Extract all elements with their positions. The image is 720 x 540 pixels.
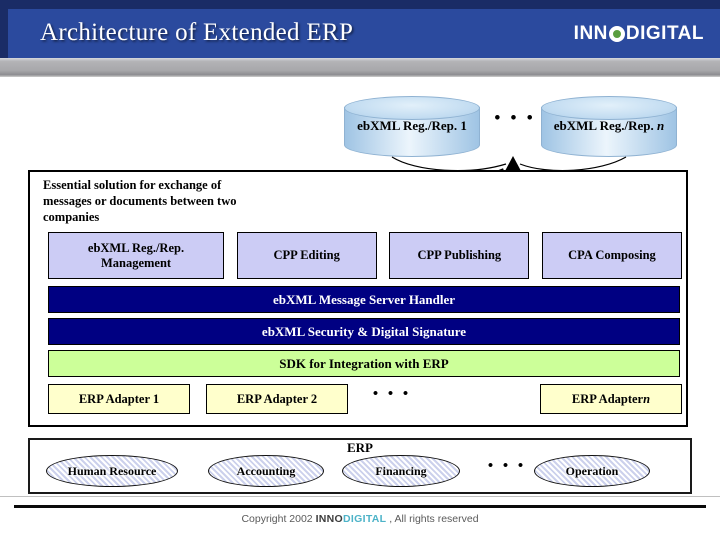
module-cpp-publishing: CPP Publishing [389,232,530,279]
registry-ellipsis-dots: • • • [494,108,536,127]
annotation-text: Essential solution for exchange of messa… [43,178,237,224]
footer-thick-divider [14,505,706,508]
erp-adapter-1: ERP Adapter 1 [48,384,190,414]
copyright-line: Copyright 2002 INNODIGITAL , All rights … [0,513,720,525]
header-bar: Architecture of Extended ERP INN DIGITAL [0,0,720,58]
module-regrep-management: ebXML Reg./Rep. Management [48,232,224,279]
up-arrow-icon [505,156,521,171]
module-cpa-composing: CPA Composing [541,232,682,279]
copyright-logo-inno: INNO [315,513,344,525]
erp-adapter-n: ERP Adapter n [540,384,682,414]
header-divider-band [0,58,720,77]
cylinder-top [541,96,677,120]
erp-label: ERP [347,440,373,455]
erp-module-financing: Financing [342,455,460,487]
module-cpp-editing: CPP Editing [236,232,377,279]
logo-text-digital: DIGITAL [625,23,704,44]
footer-thin-divider [0,496,720,497]
modules-row: ebXML Reg./Rep. Management CPP Editing C… [48,232,682,279]
copyright-prefix: Copyright 2002 [241,513,316,525]
logo-text-inno: INN [573,23,608,44]
page-title: Architecture of Extended ERP [40,19,354,46]
erp-module-human-resource: Human Resource [46,455,178,487]
registry-n-label: ebXML Reg./Rep. n [553,118,665,133]
innodigital-logo: INN DIGITAL [574,23,704,45]
layer-message-server-handler: ebXML Message Server Handler [48,286,680,313]
cylinder-top [344,96,480,120]
copyright-suffix: , All rights reserved [386,513,479,525]
middleware-container: Essential solution for exchange of messa… [28,170,688,427]
registry-cylinder-n: ebXML Reg./Rep. n [541,96,677,160]
erp-module-accounting: Accounting [208,455,324,487]
registry-1-label: ebXML Reg./Rep. 1 [357,118,467,133]
layer-security-digital-signature: ebXML Security & Digital Signature [48,318,680,345]
erp-ellipsis-dots: • • • [487,458,527,474]
erp-module-operation: Operation [534,455,650,487]
registry-cylinder-1: ebXML Reg./Rep. 1 [344,96,480,160]
layer-sdk-integration: SDK for Integration with ERP [48,350,680,377]
erp-adapter-2: ERP Adapter 2 [206,384,348,414]
logo-o-icon [608,26,625,42]
copyright-logo-digital: DIGITAL [343,513,387,525]
erp-container: ERP Human Resource Accounting Financing … [28,438,692,494]
adapter-ellipsis-dots: • • • [372,386,412,402]
